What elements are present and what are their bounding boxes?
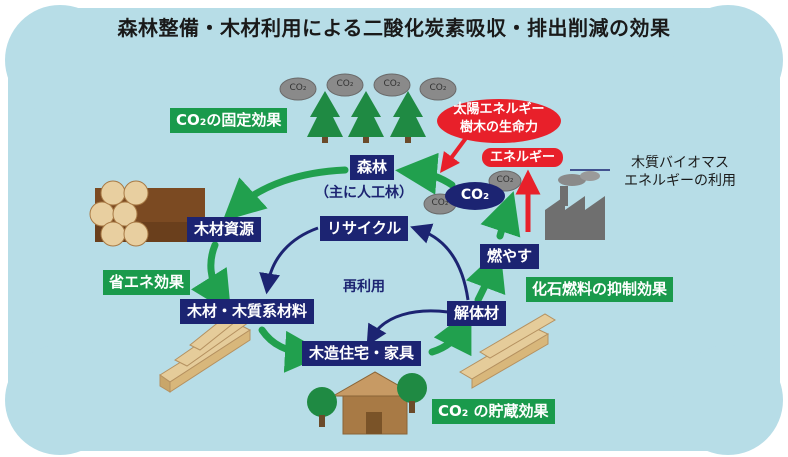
arrow-co2-to-forest: [395, 152, 456, 195]
dismantled-lumber-illustration: [459, 313, 556, 389]
arrow-housing-to-dismantled: [428, 309, 472, 357]
log-pile-illustration: [89, 180, 205, 247]
energy-label: エネルギー: [482, 148, 564, 167]
biomass-energy-line2: エネルギーの利用: [624, 173, 736, 189]
arrow-materials-to-housing: [258, 326, 327, 373]
co2-cloud-label: CO₂: [383, 79, 401, 89]
forest-trees: [307, 91, 426, 143]
co2-cloud-label: CO₂: [336, 79, 354, 89]
co2-clouds: [279, 73, 522, 215]
co2-center-ellipse-shape: [445, 182, 505, 210]
co2-cloud-label: CO₂: [431, 198, 449, 208]
forest-node: 森林: [350, 155, 395, 180]
co2-cloud-label: CO₂: [429, 83, 447, 93]
page-title: 森林整備・木材利用による二酸化炭素吸収・排出削減の効果: [117, 16, 671, 40]
co2-storage-effect-label: CO₂ の貯蔵効果: [432, 399, 555, 424]
house-illustration: [331, 371, 419, 435]
reuse-label: 再利用: [343, 279, 385, 295]
co2-cloud-label: CO₂: [289, 83, 307, 93]
arrow-dismantled-to-burn: [465, 248, 506, 304]
burn-node: 燃やす: [480, 244, 540, 269]
wood-materials-node: 木材・木質系材料: [180, 299, 315, 324]
recycle-node: リサイクル: [320, 216, 409, 241]
solar-energy-label: 太陽エネルギー 樹木の生命力: [437, 99, 561, 143]
co2-center-label: CO₂: [460, 187, 490, 203]
fossil-fuel-effect-label: 化石燃料の抑制効果: [526, 277, 674, 302]
forest-node-subtitle: （主に人工林）: [315, 185, 413, 201]
wood-resource-node: 木材資源: [187, 217, 262, 242]
co2-cloud-label: CO₂: [496, 175, 514, 185]
co2-fixation-effect-label: CO₂の固定効果: [170, 108, 288, 133]
biomass-energy-label: 木質バイオマス エネルギーの利用: [610, 154, 750, 190]
dismantled-wood-node: 解体材: [447, 301, 507, 326]
solar-energy-line2: 樹木の生命力: [459, 120, 538, 135]
biomass-energy-line1: 木質バイオマス: [631, 155, 729, 171]
energy-saving-effect-label: 省エネ効果: [103, 270, 191, 295]
solar-energy-line1: 太陽エネルギー: [453, 102, 545, 117]
arrow-burn-to-co2: [480, 191, 521, 240]
housing-furniture-node: 木造住宅・家具: [302, 341, 422, 366]
arrow-dismantled-to-recycle: [410, 223, 470, 301]
arrow-resource-to-materials: [191, 241, 232, 314]
arrow-reuse-to-housing: [366, 309, 449, 347]
arrow-solar-to-forest: [440, 136, 468, 174]
house-trees: [307, 373, 427, 427]
arrow-recycle-to-materials: [259, 226, 319, 295]
arrow-forest-to-resource: [222, 166, 349, 222]
factory-illustration: [545, 171, 605, 240]
